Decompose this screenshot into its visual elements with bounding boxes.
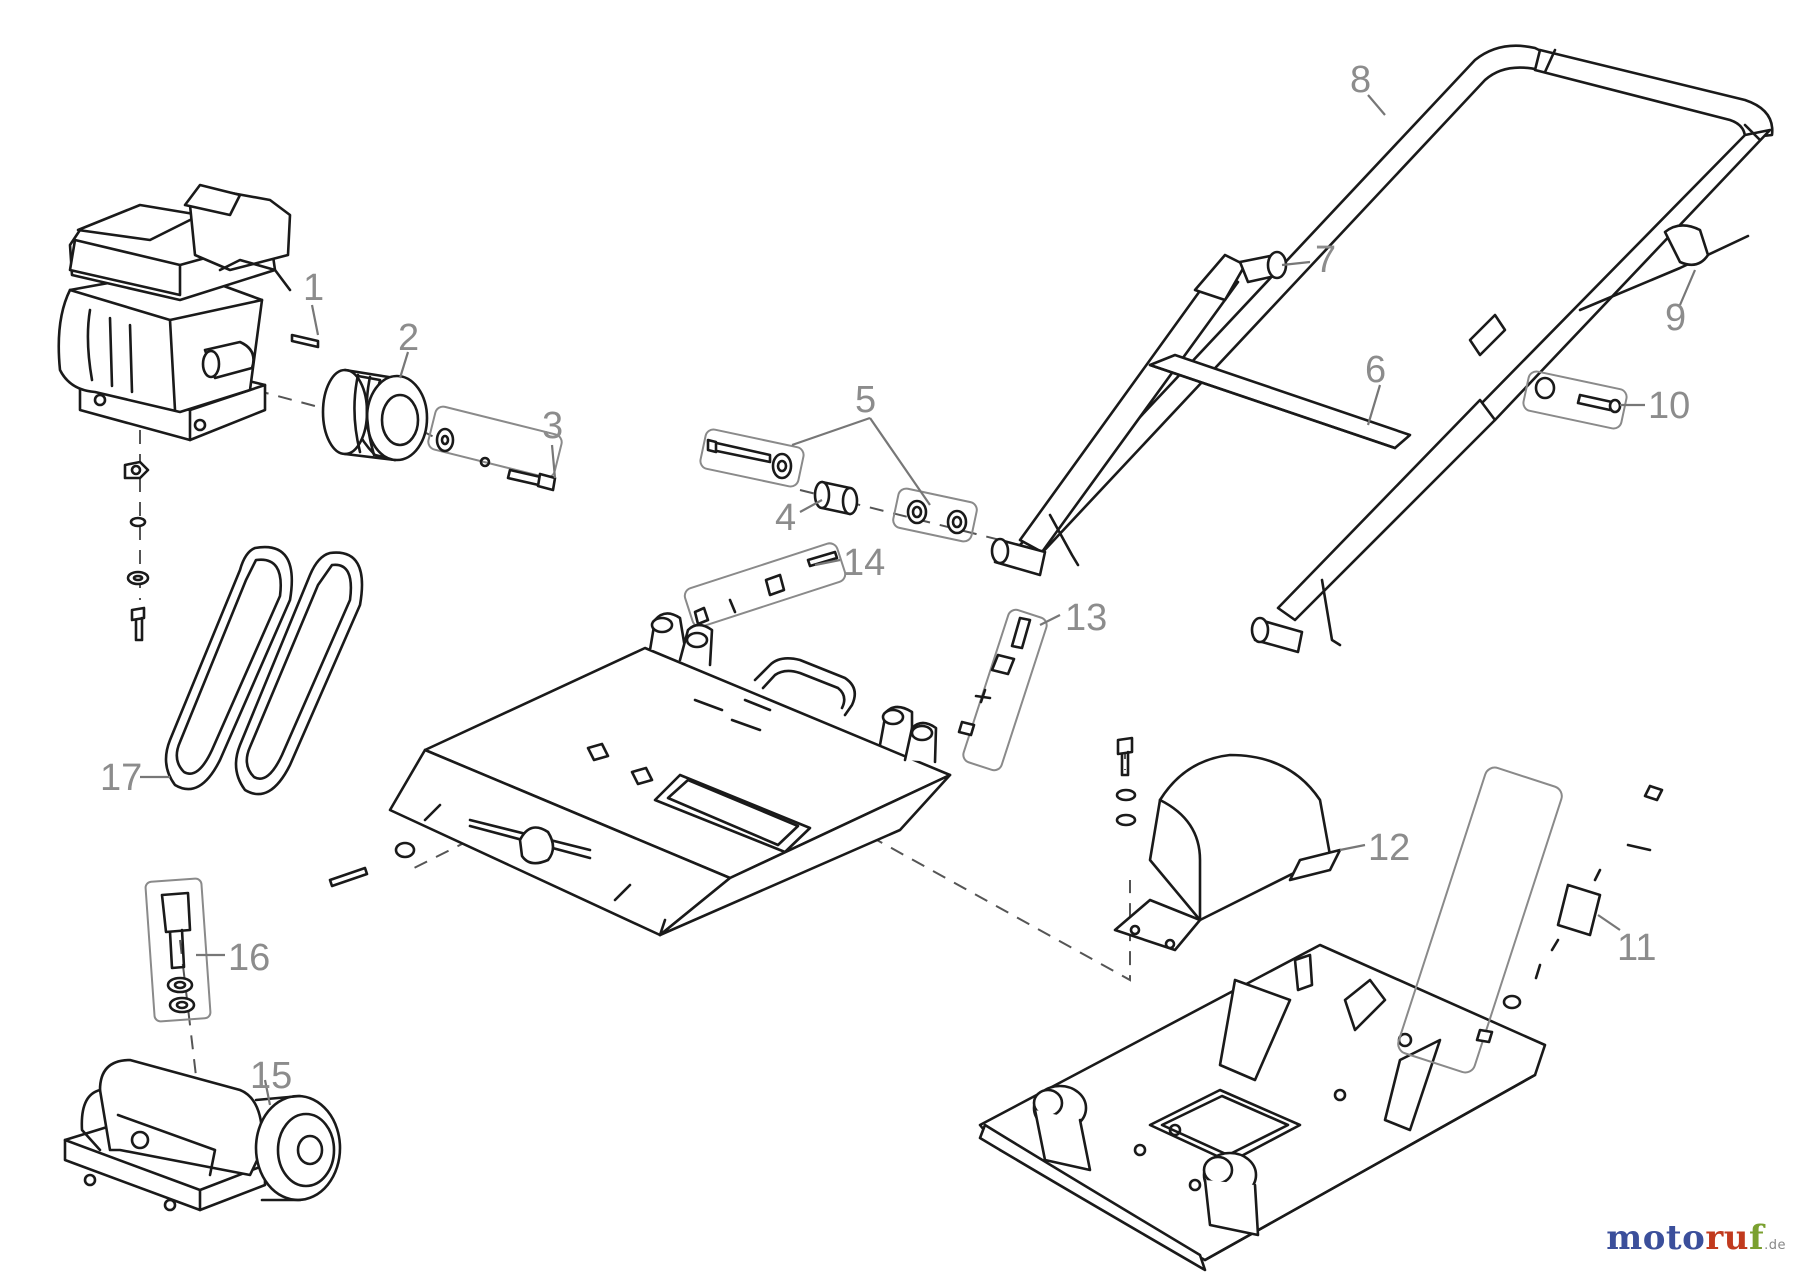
part-9-cable[interactable] [1578,224,1750,312]
callout-numbers: 1 2 3 4 5 6 7 8 9 10 11 12 13 14 15 16 1… [100,59,1690,1097]
part-16-bolt-washer-set[interactable] [144,877,212,1023]
part-2-pulley[interactable] [321,368,429,462]
callout-5[interactable]: 5 [855,379,876,421]
part-12-hardware[interactable] [1115,736,1137,827]
svg-text:6: 6 [1365,349,1386,391]
part-13-bolt-set[interactable] [957,608,1049,773]
svg-text:7: 7 [1315,239,1336,281]
callout-9[interactable]: 9 [1665,297,1686,339]
callout-17[interactable]: 17 [100,757,142,799]
part-11-bolt-set[interactable] [1396,765,1664,1075]
part-14-bolt-set[interactable] [683,541,848,628]
svg-text:15: 15 [250,1055,292,1097]
callout-4[interactable]: 4 [775,497,796,539]
svg-text:4: 4 [775,497,796,539]
callout-8[interactable]: 8 [1350,59,1371,101]
callout-11[interactable]: 11 [1617,927,1656,969]
frame-side-bolt[interactable] [328,841,416,888]
svg-text:13: 13 [1065,597,1107,639]
handle-feet[interactable] [990,513,1342,654]
part-17-v-belts[interactable] [164,545,364,796]
part-1-key[interactable] [290,333,320,349]
part-4-spacer[interactable] [813,480,859,516]
callout-14[interactable]: 14 [843,542,885,584]
callout-15[interactable]: 15 [250,1055,292,1097]
svg-text:14: 14 [843,542,885,584]
svg-text:11: 11 [1617,927,1656,969]
callout-2[interactable]: 2 [398,317,419,359]
brand-part-2: ru [1705,1218,1749,1258]
svg-text:5: 5 [855,379,876,421]
svg-text:17: 17 [100,757,142,799]
callout-1[interactable]: 1 [303,267,324,309]
part-engine[interactable] [57,183,292,442]
svg-text:2: 2 [398,317,419,359]
svg-text:16: 16 [228,937,270,979]
brand-suffix: .de [1764,1238,1786,1253]
svg-text:10: 10 [1648,385,1690,427]
part-7-knob[interactable] [1238,250,1288,284]
svg-text:9: 9 [1665,297,1686,339]
svg-text:12: 12 [1368,827,1410,869]
callout-3[interactable]: 3 [542,405,563,447]
part-6-cross-bar[interactable] [1148,353,1412,450]
part-15-engine-base[interactable] [63,1058,342,1212]
engine-mount-hardware[interactable] [123,460,150,642]
part-8-handle[interactable] [1018,44,1774,622]
svg-text:1: 1 [303,267,324,309]
part-10-bolt-set[interactable] [1522,370,1628,430]
part-base-plate[interactable] [978,943,1547,1272]
part-5-bolt-set-left[interactable] [699,428,805,488]
callout-leaders [140,94,1697,1106]
svg-text:8: 8 [1350,59,1371,101]
part-12-belt-guard[interactable] [1113,753,1342,952]
callout-13[interactable]: 13 [1065,597,1107,639]
part-5-bolt-set-right[interactable] [892,487,979,543]
callout-10[interactable]: 10 [1648,385,1690,427]
part-upper-frame[interactable] [388,612,952,937]
brand-part-1: moto [1606,1218,1706,1258]
part-3-bolt-set[interactable] [427,405,564,492]
brand-logo[interactable]: motoruf.de [1606,1218,1786,1258]
callout-7[interactable]: 7 [1315,239,1336,281]
callout-16[interactable]: 16 [228,937,270,979]
svg-text:3: 3 [542,405,563,447]
brand-part-3: f [1748,1218,1765,1258]
callout-12[interactable]: 12 [1368,827,1410,869]
callout-6[interactable]: 6 [1365,349,1386,391]
